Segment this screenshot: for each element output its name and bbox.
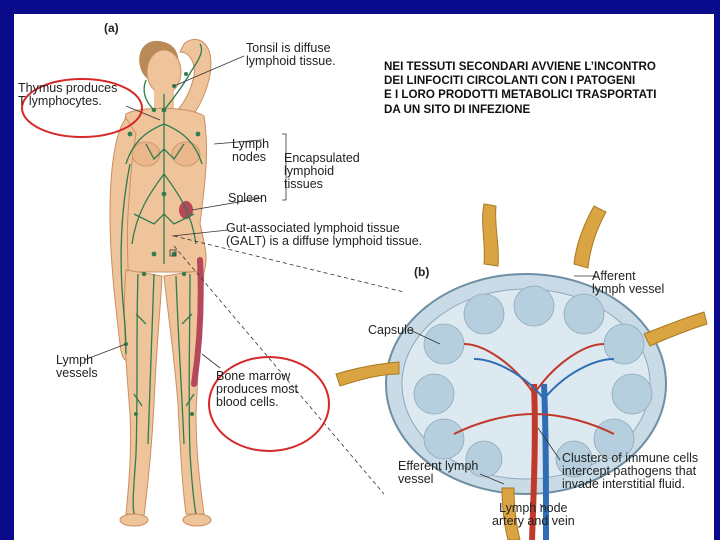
node-artery-vein-label: Lymph node artery and vein (492, 501, 575, 528)
lymph-nodes-label: Lymph nodes (232, 137, 270, 164)
lymph-node-illustration (335, 203, 708, 540)
human-body-figure (109, 38, 212, 527)
content-panel: NEI TESSUTI SECONDARI AVVIENE L’INCONTRO… (14, 14, 714, 540)
thymus-highlight-ellipse (21, 78, 143, 138)
capsule-label: Capsule (368, 323, 414, 337)
headline-line-1: NEI TESSUTI SECONDARI AVVIENE L’INCONTRO (384, 60, 656, 73)
afferent-label: Afferent lymph vessel (592, 269, 665, 296)
headline-line-4: DA UN SITO DI INFEZIONE (384, 102, 531, 116)
headline-text: NEI TESSUTI SECONDARI AVVIENE L’INCONTRO… (384, 60, 714, 117)
clusters-label: Clusters of immune cells intercept patho… (562, 451, 699, 491)
galt-label: Gut-associated lymphoid tissue (GALT) is… (226, 221, 423, 248)
tonsil-label: Tonsil is diffuse lymphoid tissue. (246, 41, 336, 68)
bone-marrow-label: Bone marrow produces most blood cells. (216, 369, 298, 409)
headline-line-2: DEI LINFOCITI CIRCOLANTI CON I PATOGENI (384, 74, 636, 88)
thymus-label: Thymus produces T lymphocytes. (18, 81, 118, 108)
efferent-label: Efferent lymph vessel (398, 459, 479, 486)
leader-lines-a (83, 55, 405, 495)
panel-a-label: (a) (104, 21, 119, 35)
lymph-vessels-label: Lymph vessels (56, 353, 98, 380)
spleen-label: Spleen (228, 191, 267, 205)
bone-marrow-highlight-ellipse (208, 356, 330, 452)
encapsulated-label: Encapsulated lymphoid tissues (284, 151, 360, 191)
headline-line-3: E I LORO PRODOTTI METABOLICI TRASPORTATI (384, 88, 657, 102)
lymphatic-system-illustration (21, 38, 708, 540)
leader-lines-b (409, 275, 596, 509)
panel-b-label: (b) (414, 265, 430, 279)
